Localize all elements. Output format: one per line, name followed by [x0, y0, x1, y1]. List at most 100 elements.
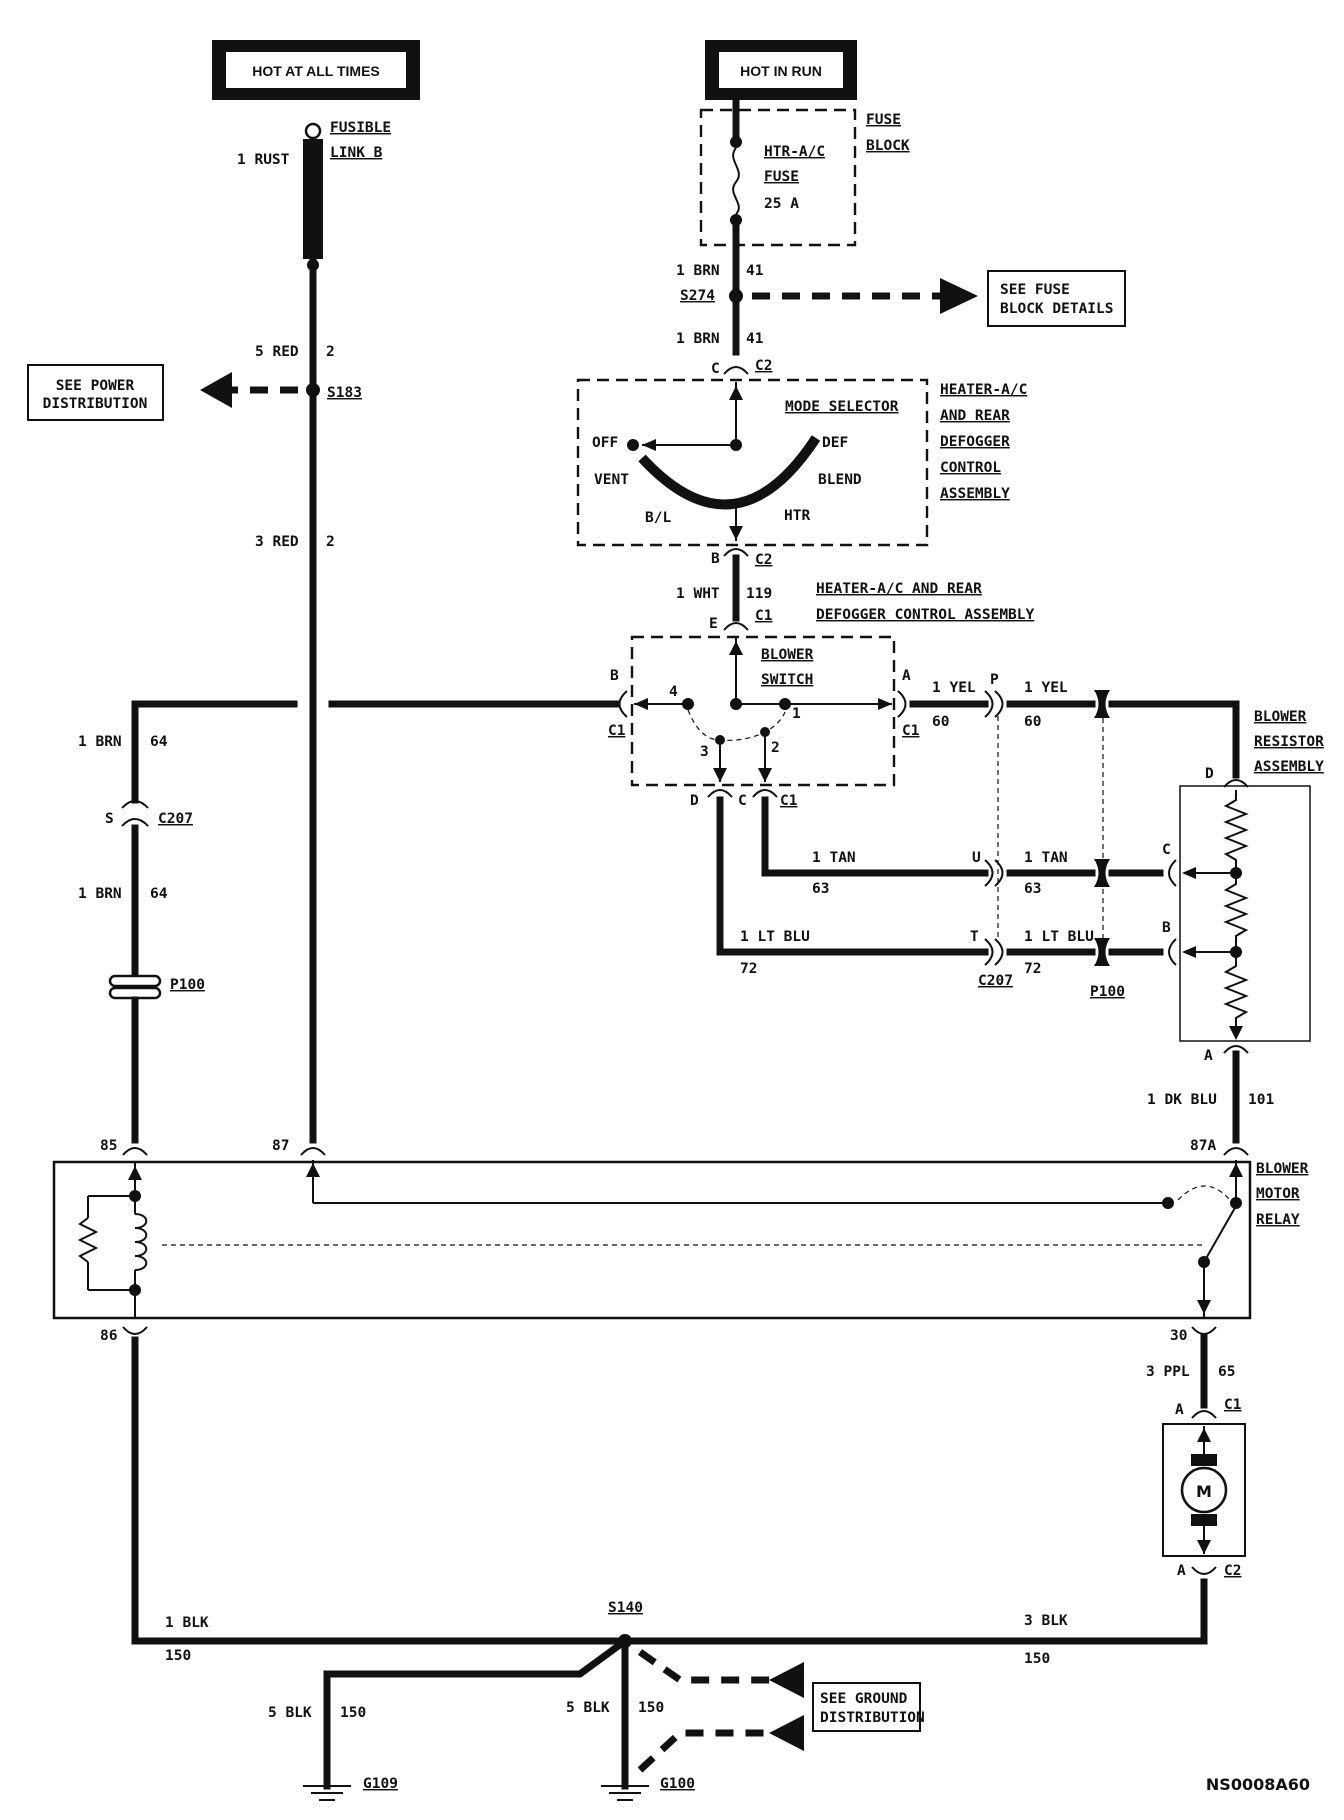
- svg-text:C1: C1: [755, 608, 773, 624]
- svg-text:BLOWER: BLOWER: [1254, 709, 1307, 725]
- svg-text:C: C: [711, 361, 720, 377]
- svg-text:85: 85: [100, 1138, 117, 1154]
- svg-text:E: E: [709, 616, 718, 632]
- svg-text:1 BRN: 1 BRN: [78, 886, 122, 902]
- svg-text:C2: C2: [755, 552, 772, 568]
- dkblu-101-wire: 1 DK BLU 101: [1147, 1050, 1274, 1144]
- svg-text:64: 64: [150, 886, 168, 902]
- svg-text:2: 2: [771, 740, 780, 756]
- mode-selector: C C2 MODE SELECTOR OFF DEF VENT BLEND B/…: [576, 358, 1027, 547]
- blower-motor-relay: 85 87 87A BLOWER MOTOR: [52, 1138, 1309, 1344]
- svg-text:BLEND: BLEND: [818, 472, 862, 488]
- svg-text:B/L: B/L: [645, 510, 671, 526]
- svg-text:P100: P100: [1090, 984, 1125, 1000]
- svg-text:1 BRN: 1 BRN: [78, 734, 122, 750]
- svg-text:ASSEMBLY: ASSEMBLY: [1254, 759, 1324, 775]
- svg-text:FUSE: FUSE: [764, 169, 799, 185]
- svg-text:SEE GROUND: SEE GROUND: [820, 1691, 908, 1707]
- ltblu-72-wire: 1 LT BLU 72 T C207 1 LT BLU 72 P100: [716, 796, 1177, 1000]
- svg-text:72: 72: [740, 961, 757, 977]
- ground-blk-wires: 1 BLK 150 3 BLK 150 S140: [131, 1336, 1208, 1667]
- svg-text:4: 4: [669, 684, 678, 700]
- see-ground-distribution-ref: SEE GROUND DISTRIBUTION: [637, 1649, 925, 1773]
- svg-text:1 YEL: 1 YEL: [932, 680, 976, 696]
- svg-text:HEATER-A/C AND REAR: HEATER-A/C AND REAR: [816, 581, 982, 597]
- tan-63-wire: 1 TAN 63 U 1 TAN 63: [761, 796, 1177, 897]
- svg-text:HTR: HTR: [784, 508, 810, 524]
- svg-text:T: T: [970, 929, 979, 945]
- svg-text:1 BRN: 1 BRN: [676, 331, 720, 347]
- svg-text:87: 87: [272, 1138, 289, 1154]
- svg-text:86: 86: [100, 1328, 117, 1344]
- svg-text:30: 30: [1170, 1328, 1187, 1344]
- svg-text:1 DK BLU: 1 DK BLU: [1147, 1092, 1217, 1108]
- svg-text:150: 150: [638, 1700, 664, 1716]
- svg-text:5 RED: 5 RED: [255, 344, 299, 360]
- svg-text:FUSIBLE: FUSIBLE: [330, 120, 391, 136]
- svg-text:D: D: [1205, 766, 1214, 782]
- svg-text:119: 119: [746, 586, 772, 602]
- svg-text:65: 65: [1218, 1364, 1235, 1380]
- svg-text:HEATER-A/C: HEATER-A/C: [940, 382, 1027, 398]
- svg-text:MOTOR: MOTOR: [1256, 1186, 1300, 1202]
- svg-text:150: 150: [165, 1648, 191, 1664]
- svg-text:3 PPL: 3 PPL: [1146, 1364, 1190, 1380]
- fuse-block: HTR-A/C FUSE 25 A FUSE BLOCK: [699, 96, 910, 356]
- svg-text:BLOCK DETAILS: BLOCK DETAILS: [1000, 301, 1114, 317]
- svg-text:5 BLK: 5 BLK: [566, 1700, 610, 1716]
- svg-text:S: S: [105, 811, 114, 827]
- ppl-65-wire: 3 PPL 65 A C1: [1146, 1334, 1242, 1419]
- svg-text:HOT IN RUN: HOT IN RUN: [740, 63, 822, 79]
- svg-text:1: 1: [792, 706, 801, 722]
- svg-text:A: A: [1175, 1402, 1184, 1418]
- svg-text:1 BRN: 1 BRN: [676, 263, 720, 279]
- svg-text:60: 60: [1024, 714, 1041, 730]
- red-feed-wire: 5 RED 2 S183 3 RED 2: [255, 255, 362, 1144]
- svg-text:1 YEL: 1 YEL: [1024, 680, 1068, 696]
- svg-text:C1: C1: [902, 723, 920, 739]
- svg-text:1 LT BLU: 1 LT BLU: [740, 929, 810, 945]
- s274-splice: 1 BRN 41 S274 1 BRN 41 SEE FUSE BLOCK DE…: [676, 263, 1126, 347]
- hot-in-run-box: HOT IN RUN: [705, 40, 857, 100]
- g109-ground: 5 BLK 150 G109: [268, 1636, 630, 1801]
- svg-text:150: 150: [340, 1705, 366, 1721]
- svg-text:HTR-A/C: HTR-A/C: [764, 144, 825, 160]
- svg-text:SEE POWER: SEE POWER: [56, 378, 135, 394]
- svg-text:64: 64: [150, 734, 168, 750]
- svg-text:1 TAN: 1 TAN: [1024, 850, 1068, 866]
- svg-text:C: C: [738, 793, 747, 809]
- svg-text:S140: S140: [608, 1600, 643, 1616]
- svg-text:1 RUST: 1 RUST: [237, 152, 290, 168]
- svg-text:SEE FUSE: SEE FUSE: [1000, 282, 1070, 298]
- svg-text:DEF: DEF: [822, 435, 848, 451]
- svg-text:C1: C1: [1224, 1397, 1242, 1413]
- svg-text:D: D: [690, 793, 699, 809]
- see-power-distribution-ref: SEE POWER DISTRIBUTION: [27, 364, 298, 421]
- svg-text:A: A: [1204, 1048, 1213, 1064]
- svg-text:MODE SELECTOR: MODE SELECTOR: [785, 399, 899, 415]
- svg-text:BLOWER: BLOWER: [761, 647, 814, 663]
- svg-text:LINK B: LINK B: [330, 145, 383, 161]
- wht-119-wire: B C2 1 WHT 119 E C1 HEATER-A/C AND REAR …: [676, 548, 1035, 632]
- yel-60-wire: 1 YEL 60 P 1 YEL 60: [909, 672, 1240, 779]
- svg-text:C2: C2: [1224, 1563, 1241, 1579]
- svg-text:SWITCH: SWITCH: [761, 672, 813, 688]
- svg-text:B: B: [711, 551, 720, 567]
- document-code: NS0008A60: [1206, 1775, 1310, 1794]
- g100-ground: 5 BLK 150 G100: [566, 1637, 695, 1801]
- switch-c1-connectors: B C1 A C1 D C C1: [608, 668, 920, 809]
- svg-text:A: A: [902, 668, 911, 684]
- svg-text:DISTRIBUTION: DISTRIBUTION: [820, 1710, 925, 1726]
- svg-text:41: 41: [746, 331, 764, 347]
- svg-text:63: 63: [812, 881, 829, 897]
- svg-text:S183: S183: [327, 385, 362, 401]
- brn-64-wire: 1 BRN 64 S C207 1 BRN 64 P100: [78, 700, 621, 1144]
- svg-text:C207: C207: [978, 973, 1013, 989]
- svg-text:3 BLK: 3 BLK: [1024, 1613, 1068, 1629]
- svg-text:63: 63: [1024, 881, 1041, 897]
- svg-text:P100: P100: [170, 977, 205, 993]
- svg-text:C1: C1: [608, 723, 626, 739]
- svg-text:DEFOGGER CONTROL ASSEMBLY: DEFOGGER CONTROL ASSEMBLY: [816, 607, 1035, 623]
- hot-at-all-times-box: HOT AT ALL TIMES: [212, 40, 420, 100]
